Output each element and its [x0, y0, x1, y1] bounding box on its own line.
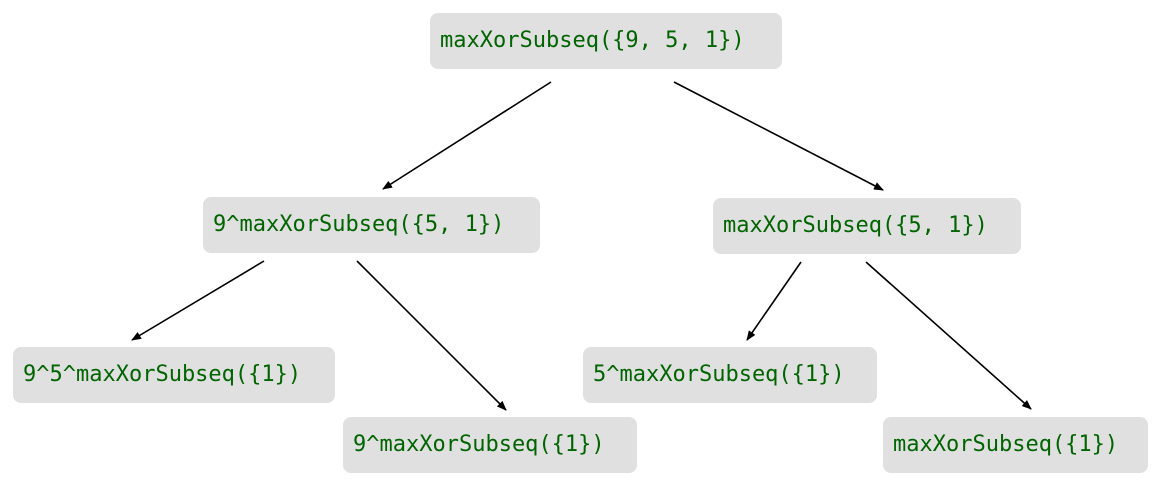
node-left-right: 9^maxXorSubseq({1})	[343, 417, 637, 473]
edge-root-to-left	[382, 81, 552, 190]
edge-root-to-right	[673, 81, 884, 191]
node-root: maxXorSubseq({9, 5, 1})	[430, 13, 782, 69]
node-left: 9^maxXorSubseq({5, 1})	[203, 197, 540, 253]
node-left-left: 9^5^maxXorSubseq({1})	[13, 347, 335, 403]
edge-right-to-right-right	[865, 261, 1032, 410]
edge-left-to-left-left	[131, 260, 265, 341]
node-right-right: maxXorSubseq({1})	[883, 417, 1148, 473]
node-right-left: 5^maxXorSubseq({1})	[583, 347, 877, 403]
edge-right-to-right-left	[746, 261, 802, 341]
edge-left-to-left-right	[356, 260, 507, 411]
node-right: maxXorSubseq({5, 1})	[713, 198, 1021, 254]
